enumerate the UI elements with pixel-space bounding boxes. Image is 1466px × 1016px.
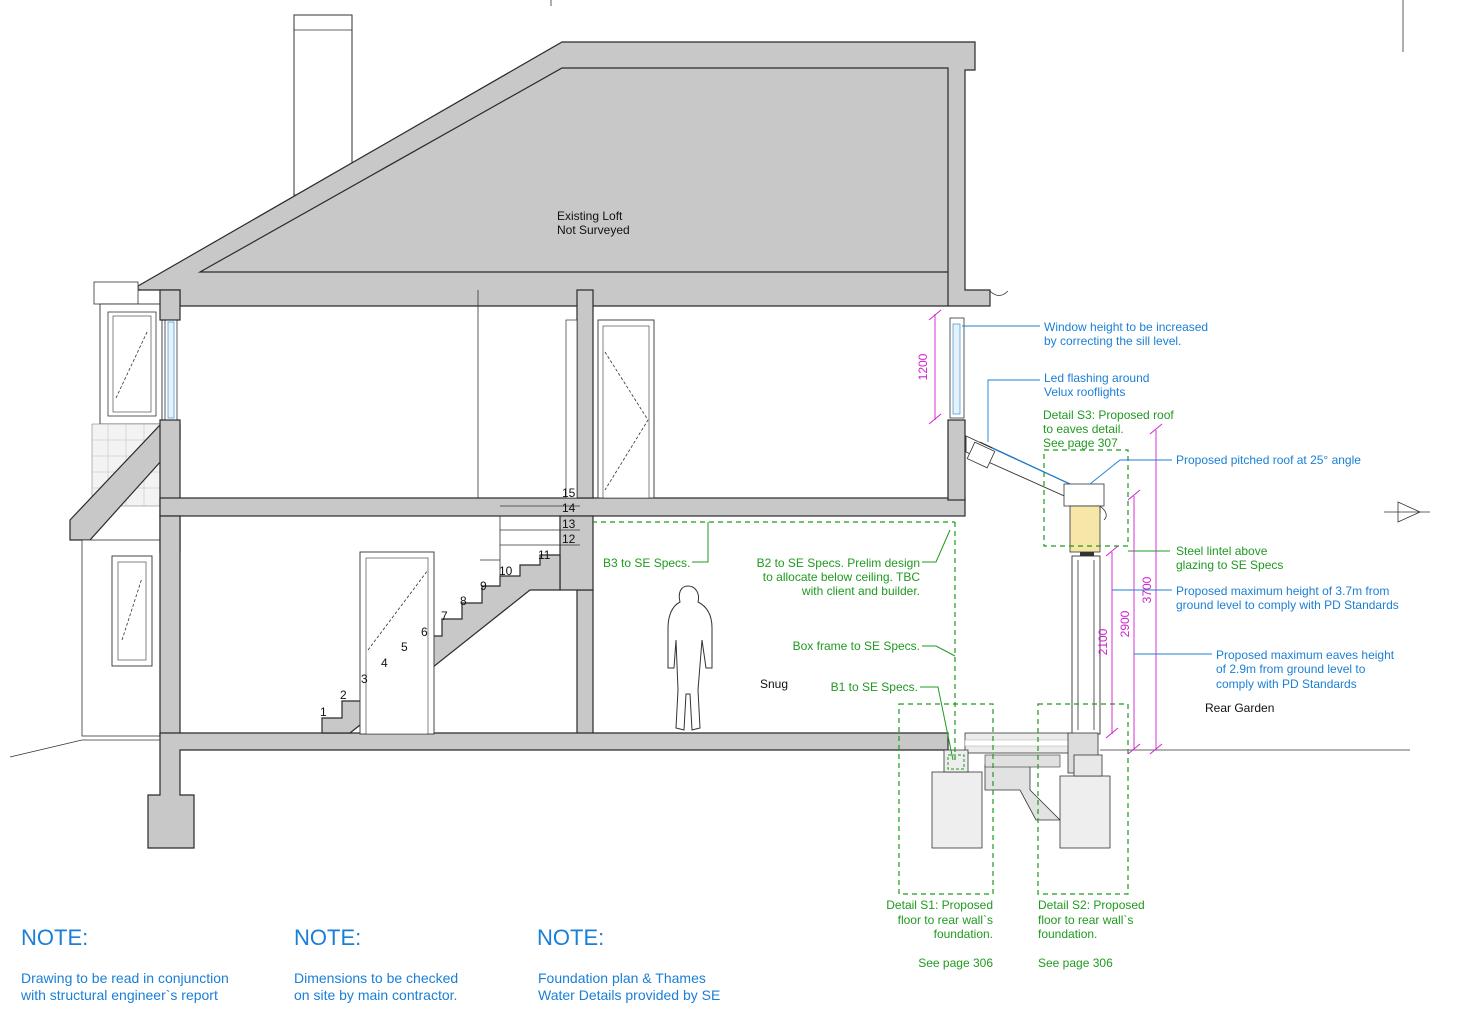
loft-label-2: Not Surveyed [557, 223, 630, 237]
stair-number: 8 [460, 594, 467, 608]
building-section [9, 14, 1009, 849]
note-line: Dimensions to be checked [294, 970, 458, 986]
b3-label: B3 to SE Specs. [603, 556, 690, 570]
note-heading: NOTE: [537, 925, 604, 950]
stair-number: 2 [340, 688, 347, 702]
detail-s2-3: foundation. [1038, 927, 1097, 941]
note-heading: NOTE: [21, 925, 88, 950]
detail-s3-1: Detail S3: Proposed roof [1043, 408, 1174, 422]
detail-s1-2: floor to rear wall`s [898, 913, 993, 927]
note-line: Drawing to be read in conjunction [21, 970, 229, 986]
eaves-note-1: Proposed maximum eaves height [1216, 648, 1395, 662]
stair-number: 14 [562, 501, 576, 515]
lintel-note-2: glazing to SE Specs [1176, 558, 1283, 572]
flashing-note-1: Led flashing around [1044, 371, 1149, 385]
detail-s3-2: to eaves detail. [1043, 422, 1124, 436]
stair-number: 11 [538, 548, 551, 562]
detail-s1-3: foundation. [934, 927, 993, 941]
stair-numbers: 1 2 3 4 5 6 7 8 9 10 11 12 13 14 15 [320, 486, 576, 719]
flashing-note-2: Velux rooflights [1044, 385, 1125, 399]
detail-s1-page: See page 306 [918, 956, 993, 970]
eaves-note-2: of 2.9m from ground level to [1216, 662, 1366, 676]
loft-label-1: Existing Loft [557, 209, 623, 223]
dim-3700: 3700 [1140, 576, 1154, 603]
foundation-s2 [1059, 775, 1111, 849]
detail-s1-1: Detail S1: Proposed [886, 898, 993, 912]
detail-s2-1: Detail S2: Proposed [1038, 898, 1145, 912]
detail-s3-3: See page 307 [1043, 436, 1118, 450]
dimension-lines [928, 309, 1163, 755]
annotation-leaders [962, 325, 1212, 655]
stair-number: 7 [441, 609, 448, 623]
b2-label-2: to allocate below ceiling. TBC [763, 570, 921, 584]
note-2: NOTE: Dimensions to be checked on site b… [294, 925, 458, 1003]
dim-2100: 2100 [1096, 628, 1110, 655]
stair-number: 13 [562, 517, 576, 531]
stair-number: 4 [381, 656, 388, 670]
b1-label: B1 to SE Specs. [831, 680, 918, 694]
rear-extension [931, 435, 1410, 849]
structural-markup [592, 449, 1170, 895]
note-heading: NOTE: [294, 925, 361, 950]
dim-2900: 2900 [1118, 610, 1132, 637]
person-figure [667, 585, 713, 731]
stair-number: 15 [562, 486, 576, 500]
stair-number: 1 [320, 705, 327, 719]
window-note-1: Window height to be increased [1044, 320, 1208, 334]
detail-s2-page: See page 306 [1038, 956, 1113, 970]
note-line: with structural engineer`s report [20, 987, 218, 1003]
stair-number: 5 [401, 640, 408, 654]
box-frame-label: Box frame to SE Specs. [793, 639, 920, 653]
stair-number: 9 [480, 579, 487, 593]
note-line: on site by main contractor. [294, 987, 457, 1003]
section-marker [550, 0, 1430, 523]
b2-label-3: with client and builder. [801, 584, 920, 598]
note-3: NOTE: Foundation plan & Thames Water Det… [537, 925, 720, 1003]
note-line: Water Details provided by SE [538, 987, 720, 1003]
window-note-2: by correcting the sill level. [1044, 334, 1181, 348]
stair-number: 12 [562, 532, 576, 546]
max-height-note-2: ground level to comply with PD Standards [1176, 598, 1399, 612]
note-1: NOTE: Drawing to be read in conjunction … [20, 925, 229, 1003]
detail-s2-2: floor to rear wall`s [1038, 913, 1133, 927]
stair-number: 10 [499, 564, 513, 578]
eaves-note-3: comply with PD Standards [1216, 677, 1357, 691]
stair-number: 6 [421, 625, 428, 639]
room-label-snug: Snug [760, 677, 788, 691]
stair-number: 3 [361, 672, 368, 686]
ground-slab [147, 732, 949, 849]
note-line: Foundation plan & Thames [538, 970, 706, 986]
max-height-note-1: Proposed maximum height of 3.7m from [1176, 584, 1389, 598]
foundation-s1 [931, 771, 983, 849]
pitched-roof-note: Proposed pitched roof at 25° angle [1176, 453, 1361, 467]
staircase [321, 554, 561, 734]
b2-label-1: B2 to SE Specs. Prelim design [757, 556, 920, 570]
lintel-note-1: Steel lintel above [1176, 544, 1268, 558]
rear-garden-label: Rear Garden [1205, 701, 1274, 715]
chimney [293, 14, 353, 196]
dim-1200: 1200 [916, 353, 930, 380]
extension-wall [1069, 505, 1101, 553]
roof [137, 41, 991, 307]
